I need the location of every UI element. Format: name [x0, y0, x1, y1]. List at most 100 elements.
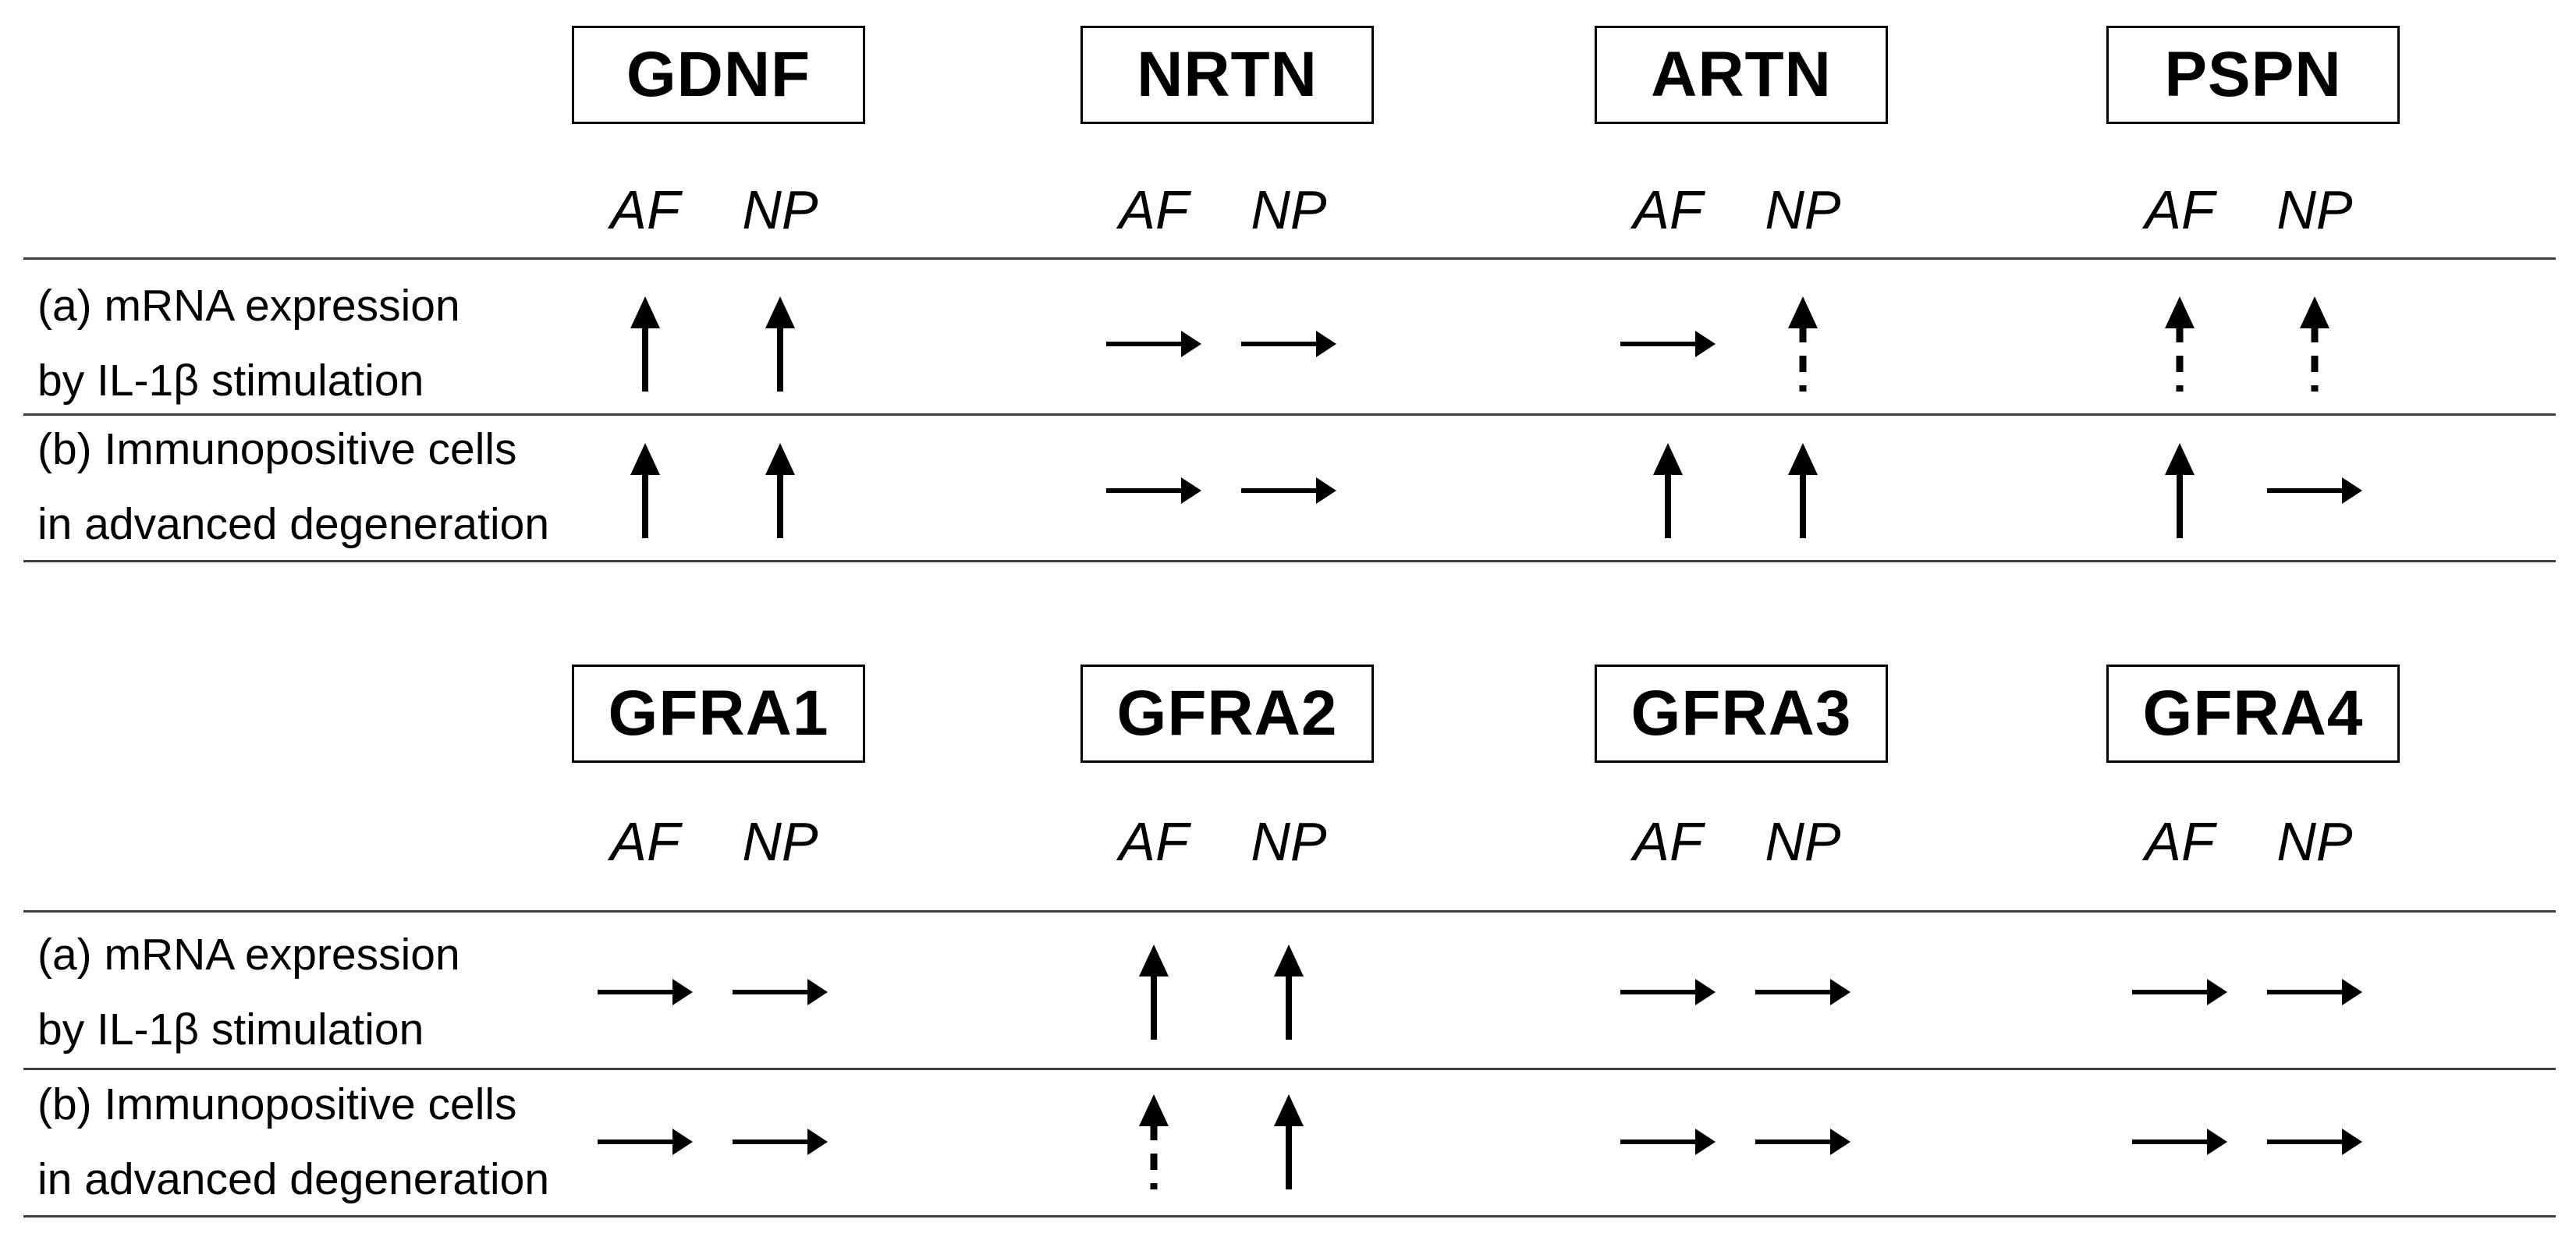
right-arrow-icon [2132, 979, 2227, 1005]
arrow-cell-gdnf-b-np [710, 438, 850, 544]
dashed-up-arrow-icon [1139, 1094, 1169, 1189]
arrow-cell-pspn-b-np [2244, 438, 2385, 544]
col-header-artn-af: AF [1633, 179, 1703, 240]
row-label-line: in advanced degeneration [37, 1154, 550, 1204]
arrow-cell-gfra1-b-np [710, 1089, 850, 1195]
col-header-gfra4-af: AF [2145, 811, 2215, 872]
arrow-cell-pspn-a-af [2109, 291, 2250, 397]
gene-label: NRTN [1137, 39, 1318, 110]
arrow-cell-gfra2-b-af [1084, 1089, 1224, 1195]
col-header-pspn-af: AF [2145, 179, 2215, 240]
col-header-nrtn-af: AF [1119, 179, 1189, 240]
row-label-immunopositive-cells: (b) Immunopositive cells in advanced deg… [37, 412, 549, 562]
dashed-up-arrow-icon [1788, 296, 1818, 392]
gene-box-artn: ARTN [1595, 26, 1888, 124]
gene-box-gfra3: GFRA3 [1595, 665, 1888, 763]
solid-up-arrow-icon [630, 443, 660, 538]
gene-box-nrtn: NRTN [1080, 26, 1374, 124]
solid-up-arrow-icon [630, 296, 660, 392]
gene-label: GFRA3 [1630, 678, 1852, 749]
arrow-cell-gdnf-a-np [710, 291, 850, 397]
right-arrow-icon [1755, 1129, 1850, 1155]
solid-up-arrow-icon [2165, 443, 2195, 538]
row-label-line: (a) mRNA expression [37, 930, 460, 980]
col-header-gfra1-af: AF [610, 811, 680, 872]
col-header-gfra1-np: NP [742, 811, 818, 872]
col-header-gfra3-np: NP [1765, 811, 1841, 872]
gene-box-pspn: PSPN [2106, 26, 2400, 124]
arrow-cell-nrtn-b-np [1219, 438, 1359, 544]
arrow-cell-artn-b-np [1733, 438, 1873, 544]
arrow-cell-gfra4-b-af [2109, 1089, 2250, 1195]
arrow-cell-gfra4-b-np [2244, 1089, 2385, 1195]
dashed-up-arrow-icon [2165, 296, 2195, 392]
solid-up-arrow-icon [1653, 443, 1683, 538]
arrow-cell-gdnf-a-af [575, 291, 715, 397]
col-header-gfra3-af: AF [1633, 811, 1703, 872]
row-label-line: in advanced degeneration [37, 499, 550, 549]
col-header-gfra2-af: AF [1119, 811, 1189, 872]
gene-box-gfra1: GFRA1 [572, 665, 865, 763]
right-arrow-icon [1241, 331, 1336, 357]
arrow-cell-gfra4-a-np [2244, 939, 2385, 1045]
rule-top [23, 910, 2556, 913]
arrow-cell-gfra1-b-af [575, 1089, 715, 1195]
right-arrow-icon [2132, 1129, 2227, 1155]
arrow-cell-nrtn-a-np [1219, 291, 1359, 397]
solid-up-arrow-icon [1788, 443, 1818, 538]
arrow-cell-pspn-a-np [2244, 291, 2385, 397]
row-label-immunopositive-cells: (b) Immunopositive cells in advanced deg… [37, 1067, 549, 1217]
right-arrow-icon [1106, 331, 1201, 357]
dashed-up-arrow-icon [2300, 296, 2329, 392]
col-header-gfra4-np: NP [2276, 811, 2353, 872]
row-label-line: (b) Immunopositive cells [37, 1079, 517, 1129]
arrow-cell-gfra1-a-af [575, 939, 715, 1045]
gene-box-gfra2: GFRA2 [1080, 665, 1374, 763]
right-arrow-icon [1241, 477, 1336, 504]
right-arrow-icon [733, 1129, 828, 1155]
gene-label: GDNF [626, 39, 811, 110]
arrow-cell-gfra2-b-np [1219, 1089, 1359, 1195]
arrow-cell-gfra4-a-af [2109, 939, 2250, 1045]
row-label-line: (b) Immunopositive cells [37, 424, 517, 474]
col-header-artn-np: NP [1765, 179, 1841, 240]
row-label-mrna-expression: (a) mRNA expression by IL-1β stimulation [37, 917, 460, 1067]
arrow-cell-pspn-b-af [2109, 438, 2250, 544]
right-arrow-icon [1755, 979, 1850, 1005]
gene-label: GFRA2 [1116, 678, 1338, 749]
rule-bottom [23, 560, 2556, 562]
solid-up-arrow-icon [1139, 945, 1169, 1040]
row-label-line: by IL-1β stimulation [37, 356, 424, 406]
rule-middle [23, 413, 2556, 416]
col-header-gdnf-np: NP [742, 179, 818, 240]
gene-label: ARTN [1651, 39, 1832, 110]
col-header-nrtn-np: NP [1251, 179, 1327, 240]
row-label-line: (a) mRNA expression [37, 281, 460, 331]
rule-middle [23, 1068, 2556, 1070]
gene-label: GFRA4 [2142, 678, 2364, 749]
right-arrow-icon [598, 979, 693, 1005]
right-arrow-icon [1620, 1129, 1716, 1155]
arrow-cell-gfra3-a-af [1598, 939, 1738, 1045]
right-arrow-icon [2267, 979, 2362, 1005]
arrow-cell-artn-b-af [1598, 438, 1738, 544]
arrow-cell-artn-a-af [1598, 291, 1738, 397]
arrow-cell-gdnf-b-af [575, 438, 715, 544]
right-arrow-icon [2267, 1129, 2362, 1155]
arrow-cell-nrtn-a-af [1084, 291, 1224, 397]
right-arrow-icon [1620, 331, 1716, 357]
solid-up-arrow-icon [765, 443, 795, 538]
gene-label: PSPN [2164, 39, 2342, 110]
right-arrow-icon [2267, 477, 2362, 504]
right-arrow-icon [598, 1129, 693, 1155]
arrow-cell-gfra2-a-np [1219, 939, 1359, 1045]
col-header-gdnf-af: AF [610, 179, 680, 240]
row-label-mrna-expression: (a) mRNA expression by IL-1β stimulation [37, 268, 460, 418]
arrow-cell-nrtn-b-af [1084, 438, 1224, 544]
col-header-gfra2-np: NP [1251, 811, 1327, 872]
arrow-cell-gfra1-a-np [710, 939, 850, 1045]
arrow-cell-artn-a-np [1733, 291, 1873, 397]
rule-bottom [23, 1215, 2556, 1218]
gene-box-gdnf: GDNF [572, 26, 865, 124]
